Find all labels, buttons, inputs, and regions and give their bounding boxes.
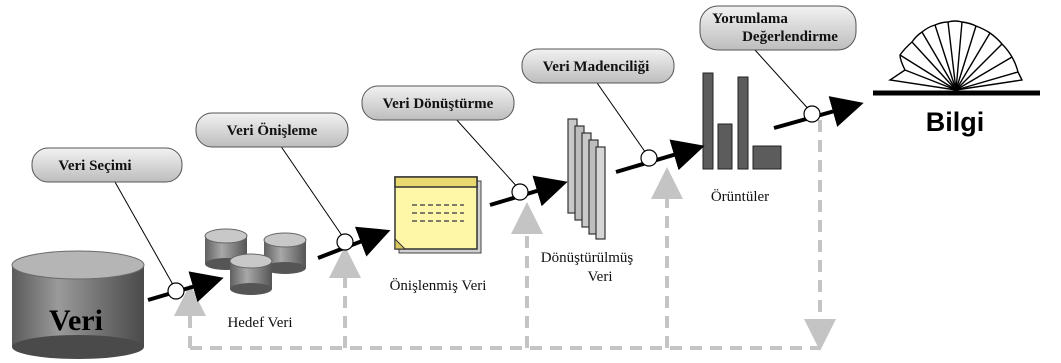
target-data-label: Hedef Veri xyxy=(227,315,292,331)
step-pill-selection: Veri Seçimi xyxy=(31,147,183,183)
step-label-mining: Veri Madenciliği xyxy=(543,59,650,75)
preprocessed-data-note-icon xyxy=(394,176,482,254)
step-label-interpretation-line2: Değerlendirme xyxy=(742,29,838,45)
step-pill-preprocessing: Veri Önişleme xyxy=(195,112,349,148)
step-pill-mining: Veri Madenciliği xyxy=(521,48,675,84)
transformed-data-stack-icon xyxy=(567,118,606,240)
leader-lines xyxy=(114,49,813,291)
step-pill-transformation: Veri Dönüştürme xyxy=(361,85,515,121)
step-markers xyxy=(167,105,821,300)
step-label-transformation: Veri Dönüştürme xyxy=(383,96,494,112)
step-pill-interpretation: Yorumlama Değerlendirme xyxy=(699,5,857,51)
step-label-preprocessing: Veri Önişleme xyxy=(227,122,318,139)
step-label-selection: Veri Seçimi xyxy=(58,158,131,174)
data-database-icon xyxy=(11,250,145,359)
feedback-loop xyxy=(174,120,836,351)
patterns-label: Örüntüler xyxy=(711,188,769,205)
transformed-data-label-line1: Dönüştürülmüş xyxy=(541,250,634,266)
preprocessed-data-label: Önişlenmiş Veri xyxy=(390,277,487,294)
transformed-data-label-line2: Veri xyxy=(588,269,613,285)
open-book-icon xyxy=(873,20,1040,96)
knowledge-label: Bilgi xyxy=(926,107,985,137)
patterns-bars-icon xyxy=(702,72,782,170)
step-label-interpretation-line1: Yorumlama xyxy=(712,11,788,27)
data-label: Veri xyxy=(49,304,103,337)
target-data-cylinders-icon xyxy=(204,228,307,295)
